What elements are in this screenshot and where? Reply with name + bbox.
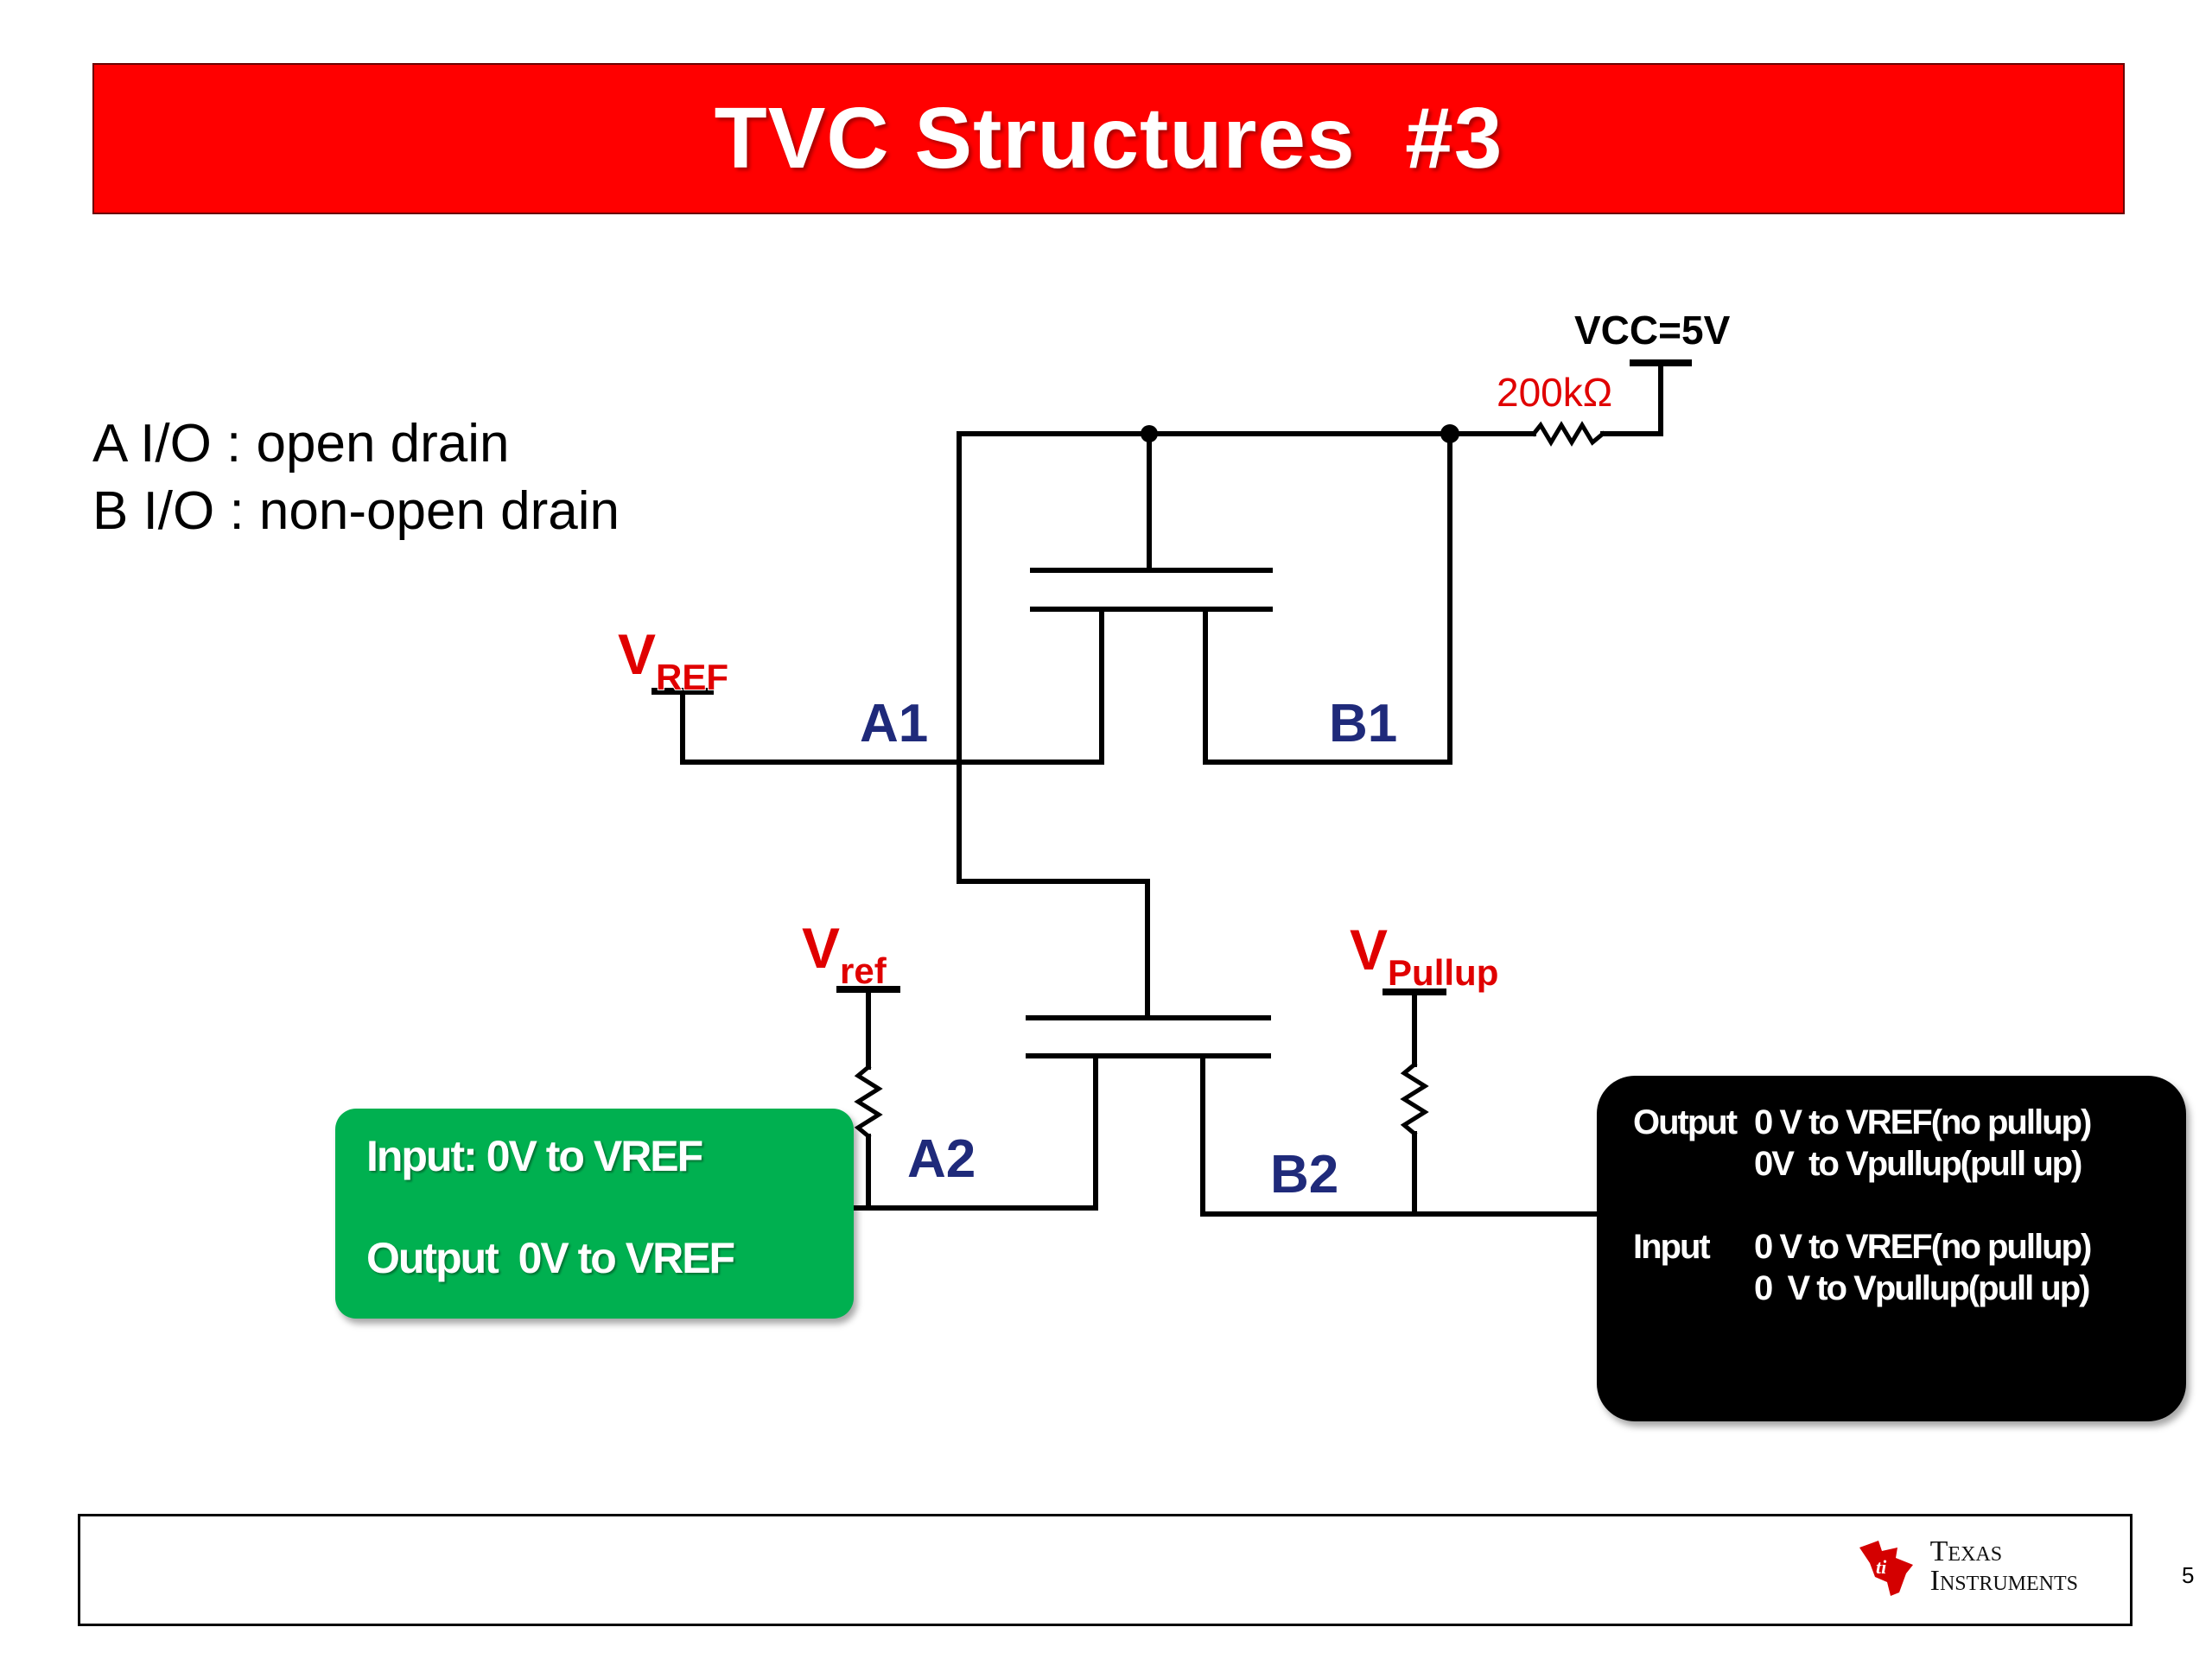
ti-logo: ti Texas Instruments <box>1853 1532 2078 1601</box>
title-bar: TVC Structures #3 <box>92 63 2125 214</box>
b-output-label: Output <box>1633 1103 1738 1141</box>
vref2-resistor <box>854 1064 883 1140</box>
b-output-group: Output 0 V to VREF(no pullup) 0V to Vpul… <box>1633 1103 2186 1186</box>
b2-wire <box>1200 1053 1601 1217</box>
a1-wire <box>680 607 1104 765</box>
b-side-range-box: Output 0 V to VREF(no pullup) 0V to Vpul… <box>1597 1076 2186 1421</box>
footer-bar: ti Texas Instruments <box>78 1514 2133 1626</box>
b-output-line: 0V to Vpullup(pull up) <box>1754 1145 2082 1183</box>
a-side-range-box: Input: 0V to VREF Output 0V to VREF <box>335 1109 854 1319</box>
node-a1-label: A1 <box>860 694 928 753</box>
note-b-io: B I/O : non-open drain <box>92 481 620 541</box>
logo-text-line1: Texas <box>1929 1535 2003 1567</box>
b1-wire <box>1203 607 1452 765</box>
node-a2-label: A2 <box>907 1129 976 1189</box>
junction-dot-gate <box>1141 425 1158 442</box>
a-input-range: Input: 0V to VREF <box>366 1132 703 1180</box>
ti-emblem-icon: ti <box>1859 1541 1913 1596</box>
b-input-line: 0 V to VREF(no pullup) <box>1754 1228 2092 1266</box>
200k-resistor <box>1530 421 1606 447</box>
node-b2-label: B2 <box>1270 1145 1338 1205</box>
vref-label: VREF <box>618 622 728 697</box>
svg-text:ti: ti <box>1876 1556 1887 1578</box>
note-a-io: A I/O : open drain <box>92 414 510 474</box>
vpullup-resistor <box>1400 1061 1429 1137</box>
slide-title: TVC Structures #3 <box>714 90 1503 187</box>
node-b1-label: B1 <box>1329 694 1397 753</box>
logo-text-line2: Instruments <box>1929 1565 2078 1597</box>
page-number: 5 <box>2182 1562 2195 1588</box>
b-input-line: 0 V to Vpullup(pull up) <box>1754 1269 2091 1307</box>
junction-dot-b1 <box>1440 424 1459 443</box>
vpullup-label: VPullup <box>1350 918 1498 993</box>
vref2-label: Vref <box>802 916 887 991</box>
vcc-wire <box>1600 360 1663 436</box>
b-input-group: Input 0 V to VREF(no pullup) 0 V to Vpul… <box>1633 1228 2186 1311</box>
a2-wire <box>853 1053 1098 1211</box>
vcc-label: VCC=5V <box>1574 308 1731 353</box>
b-output-line: 0 V to VREF(no pullup) <box>1754 1103 2092 1141</box>
b-input-label: Input <box>1633 1228 1711 1266</box>
gate2-wire <box>957 879 1150 1020</box>
resistor-value-label: 200kΩ <box>1497 370 1612 415</box>
a-output-range: Output 0V to VREF <box>366 1234 735 1282</box>
